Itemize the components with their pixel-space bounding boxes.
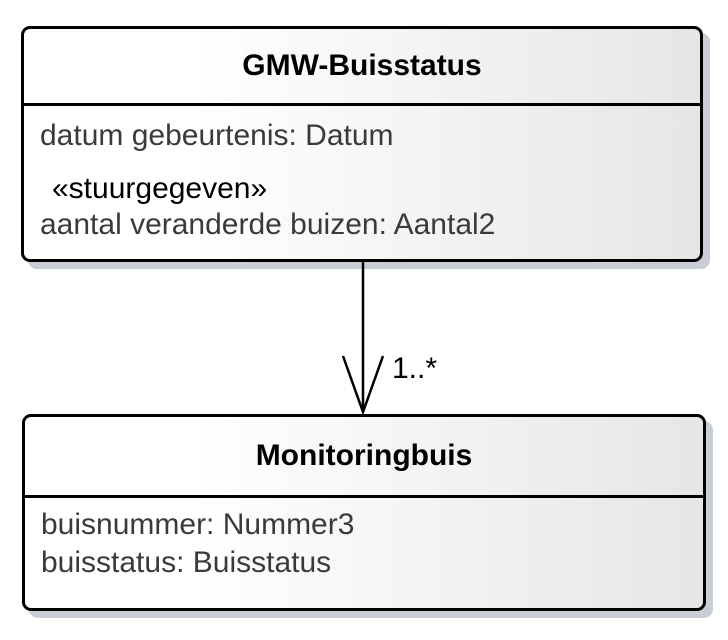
open-arrowhead-icon — [341, 355, 385, 414]
attribute-buisstatus: buisstatus: Buisstatus — [41, 546, 332, 579]
attribute-buisnummer: buisnummer: Nummer3 — [41, 508, 355, 541]
class-box-gmw-buisstatus: GMW-Buisstatus datum gebeurtenis: Datum … — [21, 26, 703, 262]
attributes-compartment-monitoringbuis: buisnummer: Nummer3 buisstatus: Buisstat… — [25, 498, 703, 582]
stereotype-stuurgegeven: «stuurgegeven» — [52, 172, 268, 205]
class-title-gmw-buisstatus: GMW-Buisstatus — [242, 49, 482, 82]
class-box-monitoringbuis: Monitoringbuis buisnummer: Nummer3 buiss… — [22, 414, 706, 611]
class-title-monitoringbuis: Monitoringbuis — [255, 439, 473, 472]
multiplicity-label: 1..* — [392, 352, 438, 385]
attribute-datum-gebeurtenis: datum gebeurtenis: Datum — [40, 119, 394, 152]
association-arrow — [341, 262, 385, 414]
attribute-aantal-veranderde-buizen: aantal veranderde buizen: Aantal2 — [40, 208, 496, 241]
class-header-gmw-buisstatus: GMW-Buisstatus — [24, 29, 700, 106]
class-header-monitoringbuis: Monitoringbuis — [25, 417, 703, 498]
attributes-compartment-gmw-buisstatus: datum gebeurtenis: Datum «stuurgegeven» … — [24, 106, 700, 243]
